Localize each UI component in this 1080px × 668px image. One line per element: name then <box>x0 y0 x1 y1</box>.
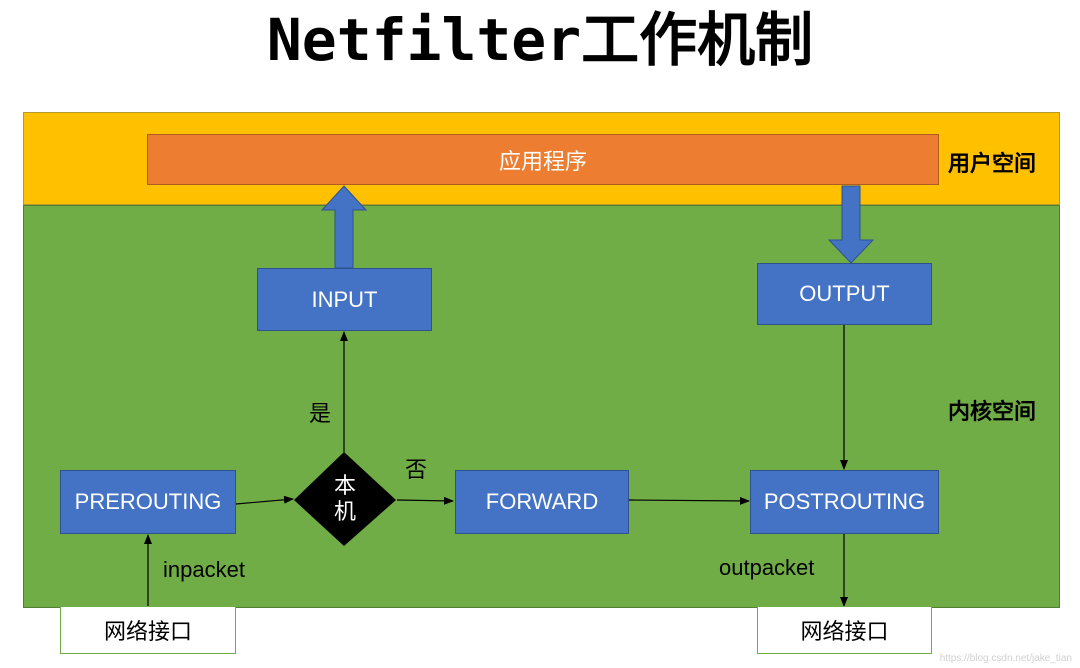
application-box: 应用程序 <box>147 134 939 185</box>
outpacket-label: outpacket <box>719 555 815 580</box>
prerouting-chain: PREROUTING <box>60 470 236 534</box>
watermark: https://blog.csdn.net/jake_tian <box>939 653 1072 664</box>
decision-label-line2: 机 <box>333 500 356 525</box>
input-chain: INPUT <box>257 268 432 331</box>
decision-label-line1: 本 <box>333 474 356 499</box>
no-label: 否 <box>405 458 428 483</box>
local-decision-diamond <box>294 452 396 546</box>
user-space-label: 用户空间 <box>948 152 1037 177</box>
decision-to-forward-arrow <box>396 496 454 505</box>
output-chain: OUTPUT <box>757 263 932 325</box>
forward-chain: FORWARD <box>455 470 629 534</box>
inpacket-label: inpacket <box>163 557 245 582</box>
network-interface-out: 网络接口 <box>757 606 932 654</box>
decision-label: 本 机 <box>300 474 390 526</box>
page-title: Netfilter工作机制 <box>266 6 814 74</box>
input-to-app-block-arrow <box>320 185 368 269</box>
app-to-output-block-arrow <box>827 185 875 264</box>
postrouting-chain: POSTROUTING <box>750 470 939 534</box>
kernel-space-label: 内核空间 <box>948 400 1037 425</box>
yes-label: 是 <box>309 402 332 427</box>
network-interface-in: 网络接口 <box>60 606 236 654</box>
forward-to-postrouting-arrow <box>628 496 750 505</box>
prerouting-to-decision-arrow <box>235 495 294 505</box>
